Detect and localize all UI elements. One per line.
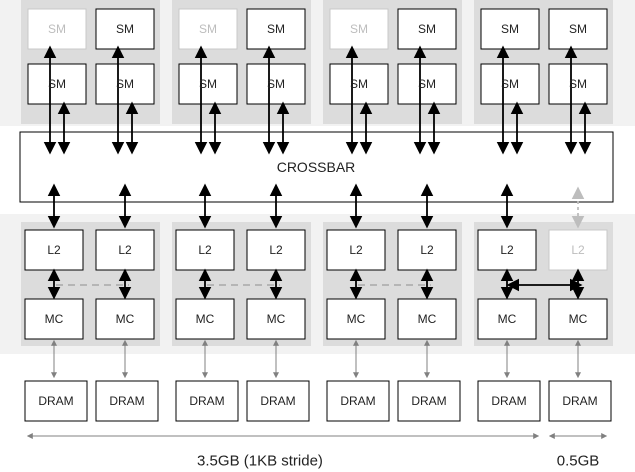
capacity-label-tail: 0.5GB <box>557 453 600 470</box>
sm-label: SM <box>569 77 587 91</box>
dram-box <box>24 380 88 422</box>
sm-label: SM <box>116 77 134 91</box>
sm-box <box>480 8 540 50</box>
dram-label: DRAM <box>340 394 375 408</box>
sm-box-disabled <box>178 8 238 50</box>
sm-box <box>329 63 389 105</box>
l2-box-disabled <box>548 229 608 271</box>
mc-label: MC <box>569 312 588 326</box>
dram-label: DRAM <box>562 394 597 408</box>
sm-box <box>178 63 238 105</box>
sm-label: SM <box>418 22 436 36</box>
l2-label: L2 <box>500 243 514 257</box>
sm-label: SM <box>48 22 66 36</box>
mc-box <box>95 298 155 340</box>
sm-label: SM <box>501 22 519 36</box>
l2-box <box>95 229 155 271</box>
dram-label: DRAM <box>189 394 224 408</box>
sm-box <box>246 8 306 50</box>
sm-label: SM <box>569 22 587 36</box>
dram-box <box>548 380 612 422</box>
sm-box <box>27 63 87 105</box>
l2-label: L2 <box>269 243 283 257</box>
dram-box <box>95 380 159 422</box>
l2-label: L2 <box>349 243 363 257</box>
sm-label: SM <box>199 22 217 36</box>
mc-label: MC <box>418 312 437 326</box>
sm-label: SM <box>267 22 285 36</box>
sm-label: SM <box>48 77 66 91</box>
sm-box <box>95 8 155 50</box>
dram-label: DRAM <box>109 394 144 408</box>
dram-label: DRAM <box>260 394 295 408</box>
crossbar-label: CROSSBAR <box>277 159 356 175</box>
sm-box-disabled <box>329 8 389 50</box>
mc-label: MC <box>116 312 135 326</box>
dram-box <box>397 380 461 422</box>
sm-label: SM <box>418 77 436 91</box>
sm-box-disabled <box>27 8 87 50</box>
sm-label: SM <box>267 77 285 91</box>
sm-box <box>548 8 608 50</box>
sm-label: SM <box>116 22 134 36</box>
mc-label: MC <box>267 312 286 326</box>
dram-label: DRAM <box>411 394 446 408</box>
capacity-label-main: 3.5GB (1KB stride) <box>197 453 323 470</box>
sm-box <box>397 63 457 105</box>
sm-box <box>480 63 540 105</box>
mc-box <box>24 298 84 340</box>
l2-label: L2 <box>47 243 61 257</box>
dram-box <box>246 380 310 422</box>
dram-box <box>477 380 541 422</box>
mc-label: MC <box>196 312 215 326</box>
dram-label: DRAM <box>491 394 526 408</box>
l2-label: L2 <box>571 243 585 257</box>
l2-label: L2 <box>198 243 212 257</box>
sm-box <box>548 63 608 105</box>
mc-box <box>246 298 306 340</box>
sm-box <box>246 63 306 105</box>
sm-label: SM <box>350 77 368 91</box>
dram-box <box>175 380 239 422</box>
l2-label: L2 <box>420 243 434 257</box>
l2-box <box>24 229 84 271</box>
mc-box <box>397 298 457 340</box>
mc-box <box>548 298 608 340</box>
sm-label: SM <box>501 77 519 91</box>
sm-box <box>397 8 457 50</box>
dram-label: DRAM <box>38 394 73 408</box>
l2-box <box>246 229 306 271</box>
sm-box <box>95 63 155 105</box>
mc-box <box>326 298 386 340</box>
mc-label: MC <box>498 312 517 326</box>
mc-label: MC <box>347 312 366 326</box>
l2-label: L2 <box>118 243 132 257</box>
sm-label: SM <box>350 22 368 36</box>
sm-label: SM <box>199 77 217 91</box>
dram-box <box>326 380 390 422</box>
mc-label: MC <box>45 312 64 326</box>
